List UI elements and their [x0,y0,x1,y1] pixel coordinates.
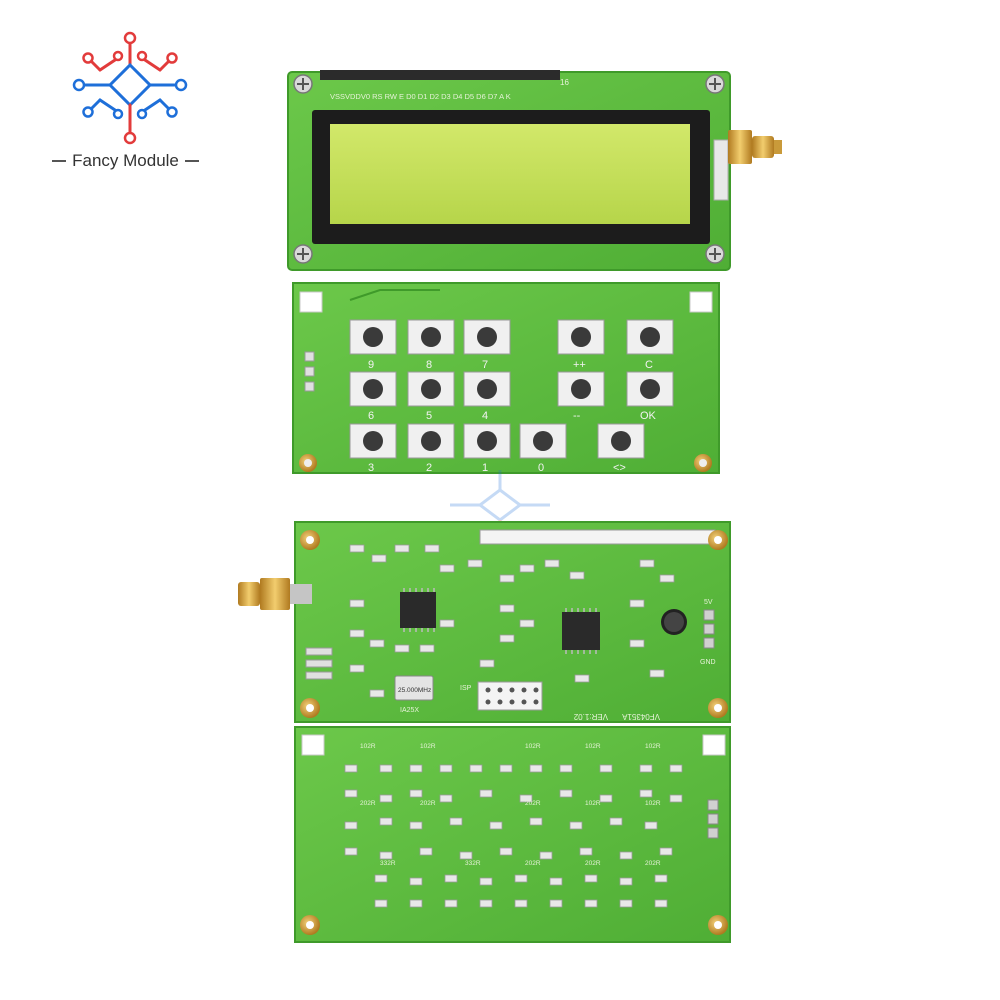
resistor-label: 102R [360,743,376,750]
key-minus-minus[interactable]: -- [557,371,605,422]
resistor-label: 102R [585,800,601,807]
crystal-frequency: 25.000MHz [398,687,431,694]
board-model: VF04351A [622,712,660,721]
key-7[interactable]: 7 [463,319,511,371]
key-ok[interactable]: OK [626,371,674,422]
resistor-label: 202R [585,860,601,867]
brand-dash-left [52,160,67,162]
lcd-pin-labels: VSSVDDV0 RS RW E D0 D1 D2 D3 D4 D5 D6 D7… [330,92,511,101]
key-shift[interactable]: <> [597,423,645,474]
key-label: 2 [426,462,432,474]
key-label: -- [573,410,581,422]
brand-dash-right [184,160,199,162]
board-version: VER:1.02 [573,712,608,721]
isp-label: ISP [460,685,472,692]
key-label: ++ [573,359,586,371]
key-label: 5 [426,410,432,422]
key-label: 3 [368,462,374,474]
brass-standoffs-upper [300,530,728,718]
main-board: 25.000MHz IA25X ISP 5V GND [238,521,731,723]
resistor-label: 202R [525,800,541,807]
lcd-screws [293,74,725,264]
sma-connector-top [728,130,782,164]
sma-connector-side [238,578,312,610]
isp-header: ISP [460,681,543,711]
brand-name-text: Fancy Module [72,151,179,170]
brand-logo [70,30,190,145]
resistor-label: 102R [525,743,541,750]
gnd-label: GND [700,659,716,666]
resistor-label: 102R [420,743,436,750]
resistor-label: 202R [360,800,376,807]
key-8[interactable]: 8 [407,319,455,371]
resistor-label: 102R [645,743,661,750]
key-label: 1 [482,462,488,474]
key-plus-plus[interactable]: ++ [557,319,605,371]
lcd-pin-number: 16 [560,78,569,87]
brand-name: Fancy Module [38,148,213,174]
lcd-module: VSSVDDV0 RS RW E D0 D1 D2 D3 D4 D5 D6 D7… [287,70,782,271]
key-1[interactable]: 1 [463,423,511,474]
attenuator-smd-grid [344,764,683,908]
key-0[interactable]: 0 [519,423,567,474]
key-label: 8 [426,359,432,371]
attenuator-board: 102R 102R 102R 102R 102R 202R 202R 202R … [294,726,731,943]
resistor-label: 332R [380,860,396,867]
key-label: 4 [482,410,488,422]
mcu-ic [562,608,600,654]
attenuator-pins [707,799,719,839]
key-label: 0 [538,462,544,474]
crystal-oscillator: 25.000MHz IA25X [394,675,434,714]
resistor-label: 202R [525,860,541,867]
key-2[interactable]: 2 [407,423,455,474]
key-9[interactable]: 9 [349,319,397,371]
key-label: <> [613,462,626,474]
key-label: OK [640,410,657,422]
main-board-header [479,529,716,545]
lcd-header-pins [320,70,560,80]
power-pins [703,609,715,649]
key-c[interactable]: C [626,319,674,371]
synth-ic [400,588,436,632]
key-label: 9 [368,359,374,371]
smd-pins-left [305,647,333,680]
key-label: C [645,359,653,371]
key-label: 6 [368,410,374,422]
circuit-tree-icon [72,31,188,145]
resistor-label: 332R [465,860,481,867]
voltage-label: 5V [704,599,713,606]
smd-components [349,544,675,698]
resistor-label: 102R [645,800,661,807]
key-5[interactable]: 5 [407,371,455,422]
crystal-label: IA25X [400,707,419,714]
brass-standoffs-lower [300,915,728,935]
resistor-labels: 102R 102R 102R 102R 102R 202R 202R 202R … [360,743,661,867]
key-label: 7 [482,359,488,371]
key-6[interactable]: 6 [349,371,397,422]
lcd-screen [330,124,690,224]
key-4[interactable]: 4 [463,371,511,422]
key-3[interactable]: 3 [349,423,397,474]
resistor-label: 202R [420,800,436,807]
resistor-label: 202R [645,860,661,867]
electrolytic-capacitor [661,609,687,635]
keypad-board: 9 8 7 ++ C 6 5 [292,282,720,474]
resistor-label: 102R [585,743,601,750]
